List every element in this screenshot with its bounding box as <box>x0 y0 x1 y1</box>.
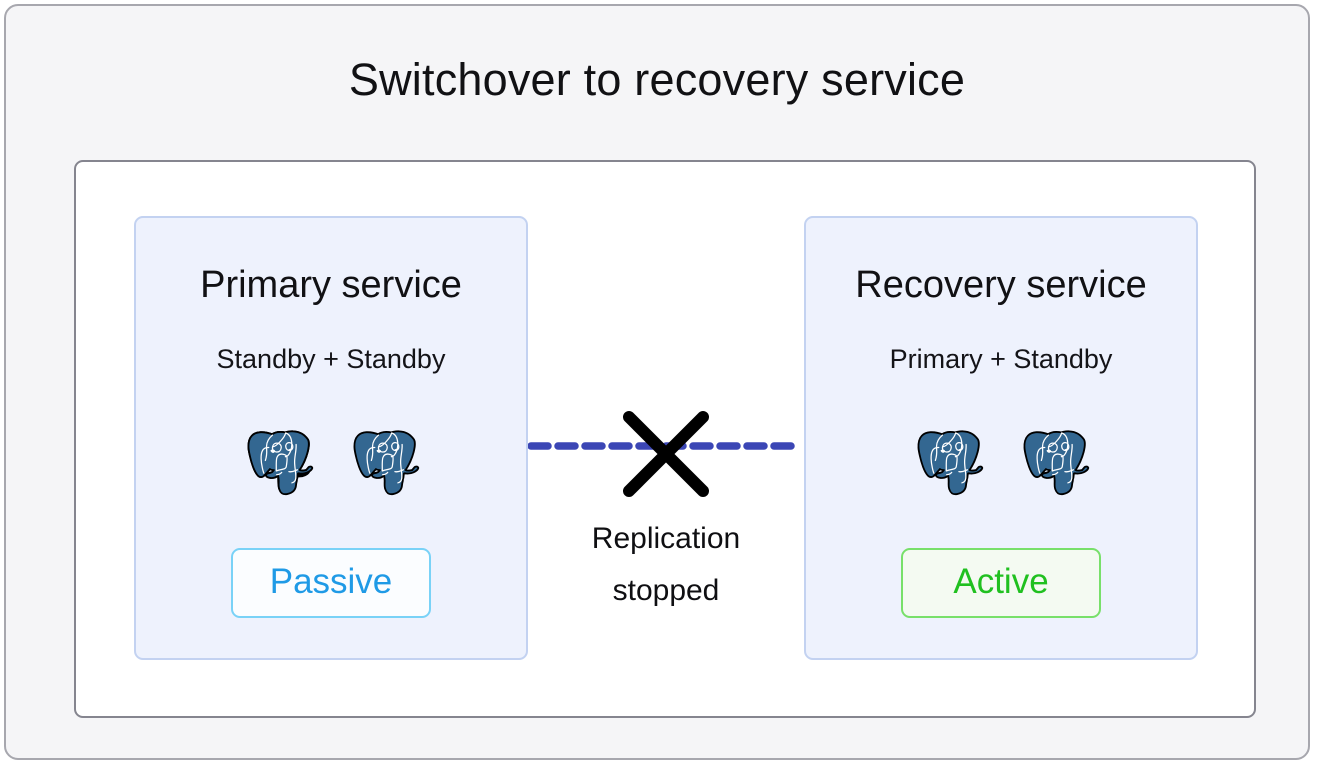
replication-zone: Replication stopped <box>528 216 804 660</box>
service-panel-title: Recovery service <box>855 264 1147 306</box>
service-panel-subtitle: Standby + Standby <box>216 344 446 374</box>
status-badge-active: Active <box>901 548 1101 618</box>
status-badge-passive: Passive <box>231 548 431 618</box>
node-logo-row <box>806 425 1196 503</box>
service-panel-title: Primary service <box>200 264 462 306</box>
cross-icon <box>623 411 709 497</box>
replication-label-line1: Replication <box>591 522 741 555</box>
page-title: Switchover to recovery service <box>348 54 966 105</box>
service-panel-recovery: Recovery service Primary + Standby <box>804 216 1198 660</box>
service-panel-primary: Primary service Standby + Standby <box>134 216 528 660</box>
diagram-canvas: Primary service Standby + Standby <box>74 160 1256 718</box>
postgres-elephant-icon <box>917 430 984 496</box>
service-panel-subtitle: Primary + Standby <box>889 344 1113 374</box>
node-logo-row <box>136 425 526 503</box>
replication-label-line2: stopped <box>612 574 720 607</box>
postgres-elephant-icon <box>1023 430 1090 496</box>
postgres-elephant-icon <box>353 430 420 496</box>
replication-label: Replication stopped <box>508 513 824 617</box>
postgres-elephant-icon <box>247 430 314 496</box>
diagram-frame: Switchover to recovery service Primary s… <box>4 4 1310 760</box>
